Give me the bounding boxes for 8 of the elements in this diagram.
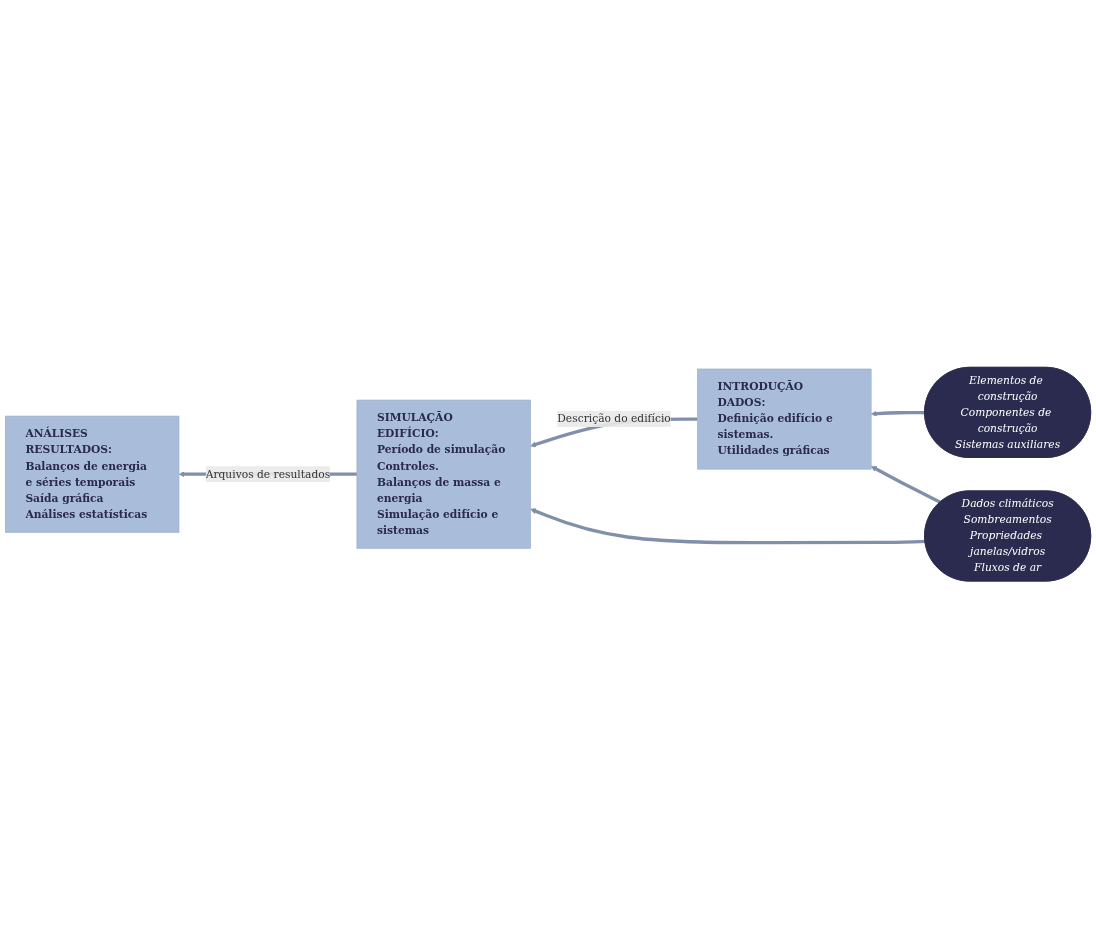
node-box: INTRODUÇÃO DADOS: Definição edifício e sistemas. Utilidades gráficas bbox=[697, 368, 872, 470]
node-box: ANÁLISES RESULTADOS: Balanços de energia e séries temporais Saída gráfica Análises estatísticas bbox=[5, 416, 180, 533]
edge-label: Descrição do edifício bbox=[557, 412, 671, 426]
edge-label: Arquivos de resultados bbox=[205, 467, 331, 481]
node-box: SIMULAÇÃO EDIFÍCIO: Período de simulação Controles. Balanços de massa e energia Simulação edifício e sistemas bbox=[356, 400, 531, 549]
arrow bbox=[870, 466, 942, 505]
arrow bbox=[530, 508, 926, 545]
arrow bbox=[870, 411, 925, 417]
